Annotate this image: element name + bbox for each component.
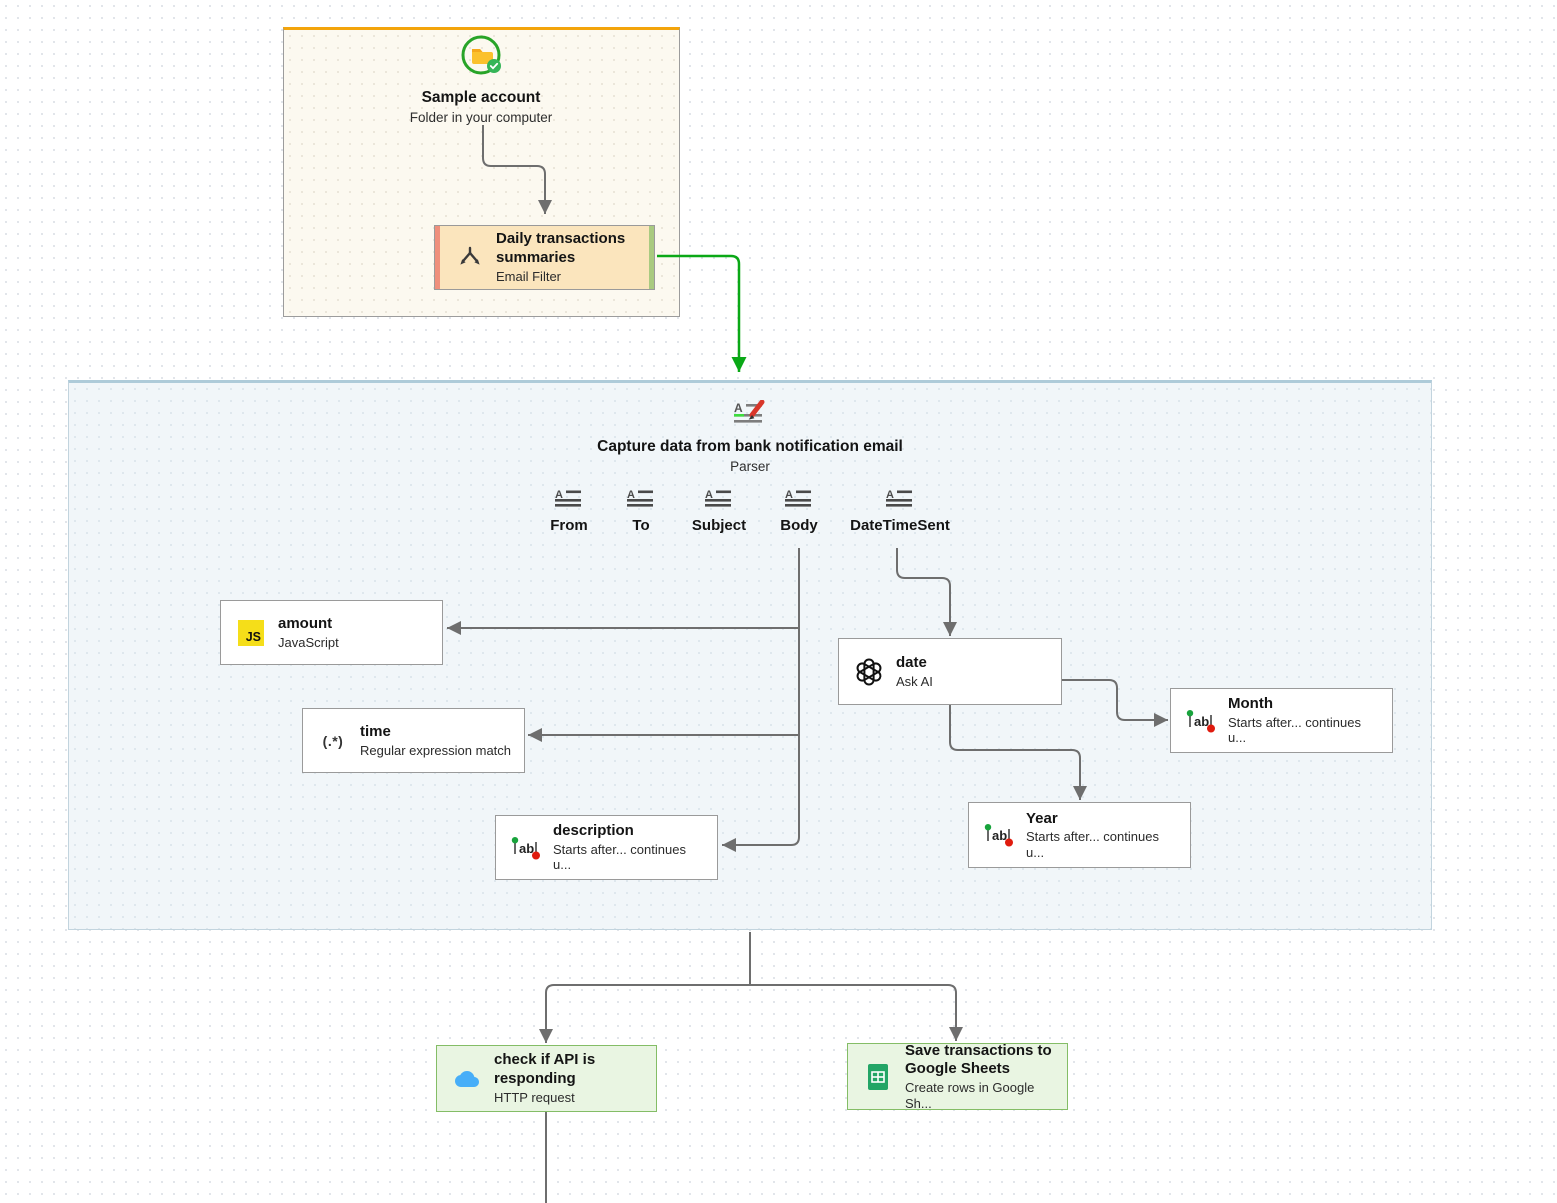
parser-node[interactable]: A Capture data from bank notification em… (560, 399, 940, 475)
text-extract-icon: ab (1185, 707, 1217, 735)
date-title: date (896, 653, 927, 671)
email-filter-subtitle: Email Filter (496, 268, 562, 284)
parser-field-to[interactable]: A To (601, 488, 681, 534)
svg-text:ab: ab (992, 828, 1007, 843)
year-title: Year (1026, 809, 1058, 827)
date-subtitle: Ask AI (896, 673, 933, 689)
svg-text:ab: ab (519, 841, 534, 856)
text-field-icon: A (705, 488, 733, 513)
sample-account-subtitle: Folder in your computer (409, 110, 553, 126)
http-request-subtitle: HTTP request (494, 1089, 575, 1105)
svg-text:A: A (627, 489, 635, 501)
js-icon: JS (235, 619, 267, 646)
parser-field-body[interactable]: A Body (780, 488, 818, 534)
svg-text:A: A (785, 489, 793, 501)
folder-check-icon (458, 33, 504, 84)
text-field-icon: A (555, 488, 583, 513)
split-arrows-icon (453, 245, 485, 271)
email-filter-title: Daily transactions summaries (496, 230, 626, 267)
parser-icon: A (734, 399, 766, 433)
parser-field-datetimesent[interactable]: A DateTimeSent (850, 488, 950, 534)
year-subtitle: Starts after... continues u... (1026, 829, 1159, 860)
google-sheets-icon (862, 1063, 894, 1091)
svg-text:A: A (705, 489, 713, 501)
parser-subtitle: Parser (730, 459, 770, 475)
amount-subtitle: JavaScript (278, 634, 339, 650)
month-node[interactable]: ab Month Starts after... continues u... (1170, 688, 1393, 753)
cloud-icon (451, 1067, 483, 1091)
amount-node[interactable]: JS amount JavaScript (220, 600, 443, 665)
date-node[interactable]: date Ask AI (838, 638, 1062, 705)
text-extract-icon: ab (983, 821, 1015, 849)
time-subtitle: Regular expression match (360, 742, 512, 758)
svg-text:A: A (886, 489, 894, 501)
description-title: description (553, 822, 634, 840)
svg-text:A: A (734, 401, 743, 415)
text-extract-icon: ab (510, 834, 542, 862)
parser-title: Capture data from bank notification emai… (597, 438, 903, 455)
text-field-icon: A (627, 488, 655, 513)
svg-text:A: A (555, 489, 563, 501)
sample-account-title: Sample account (421, 89, 541, 106)
svg-text:ab: ab (1194, 714, 1209, 729)
parser-field-from[interactable]: A From (550, 488, 588, 534)
http-request-node[interactable]: check if API is responding HTTP request (436, 1045, 657, 1112)
amount-title: amount (278, 614, 333, 632)
regex-icon: (.*) (322, 732, 344, 749)
openai-icon (853, 656, 885, 688)
year-node[interactable]: ab Year Starts after... continues u... (968, 802, 1191, 868)
sample-account-group[interactable] (283, 27, 680, 317)
google-sheets-subtitle: Create rows in Google Sh... (905, 1080, 1035, 1111)
text-field-icon: A (886, 488, 914, 513)
email-filter-node[interactable]: Daily transactions summaries Email Filte… (434, 225, 655, 290)
month-title: Month (1228, 695, 1273, 713)
description-node[interactable]: ab description Starts after... continues… (495, 815, 718, 880)
text-field-icon: A (785, 488, 813, 513)
time-node[interactable]: (.*) time Regular expression match (302, 708, 525, 773)
sample-account-node[interactable]: Sample account Folder in your computer (353, 33, 609, 125)
http-request-title: check if API is responding (494, 1051, 596, 1088)
parser-field-subject[interactable]: A Subject (691, 488, 747, 534)
description-subtitle: Starts after... continues u... (553, 841, 686, 873)
time-title: time (360, 722, 391, 740)
month-subtitle: Starts after... continues u... (1228, 714, 1361, 746)
google-sheets-node[interactable]: Save transactions to Google Sheets Creat… (847, 1041, 1068, 1111)
google-sheets-title: Save transactions to Google Sheets (905, 1041, 1052, 1078)
